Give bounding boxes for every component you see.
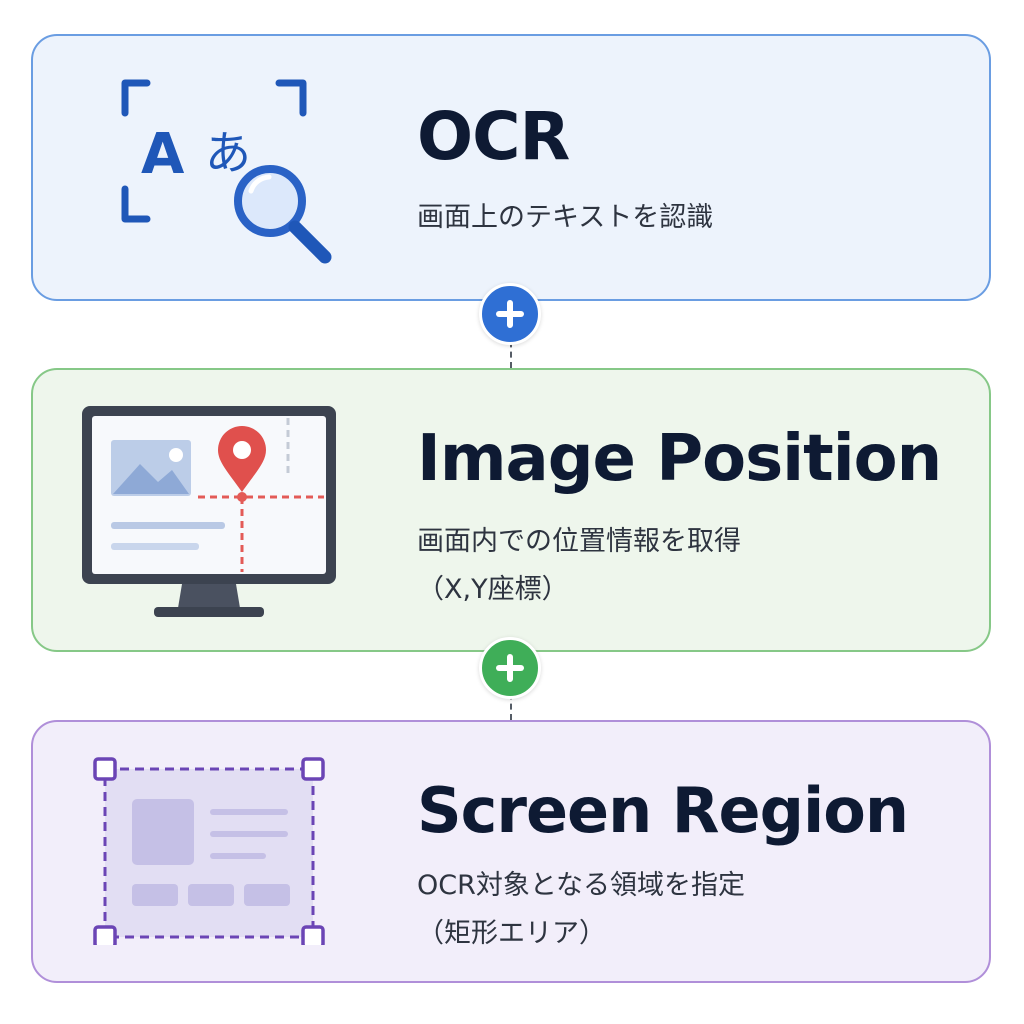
description-line: （X,Y座標） (417, 574, 569, 605)
monitor-location-pin-icon (78, 402, 348, 627)
card-description: 画面内での位置情報を取得 （X,Y座標） (417, 518, 741, 614)
description-line: OCR対象となる領域を指定 (417, 870, 746, 901)
plus-icon (479, 283, 541, 345)
ocr-text-recognition-icon: A あ (103, 71, 343, 271)
description-line: （矩形エリア） (417, 918, 606, 949)
card-title: OCR (417, 98, 570, 175)
icon-letter-a: A (141, 122, 185, 187)
image-position-card: Image Position 画面内での位置情報を取得 （X,Y座標） (31, 368, 991, 652)
card-description: OCR対象となる領域を指定 （矩形エリア） (417, 862, 745, 958)
selection-region-icon (88, 753, 334, 949)
card-description: 画面上のテキストを認識 (417, 194, 713, 242)
ocr-card: A あ OCR 画面上のテキストを認識 (31, 34, 991, 301)
plus-icon (479, 637, 541, 699)
card-title: Screen Region (417, 774, 909, 847)
card-title: Image Position (417, 422, 942, 496)
description-line: 画面上のテキストを認識 (417, 202, 714, 233)
screen-region-card: Screen Region OCR対象となる領域を指定 （矩形エリア） (31, 720, 991, 983)
description-line: 画面内での位置情報を取得 (417, 526, 741, 557)
icon-kana: あ (205, 126, 251, 180)
